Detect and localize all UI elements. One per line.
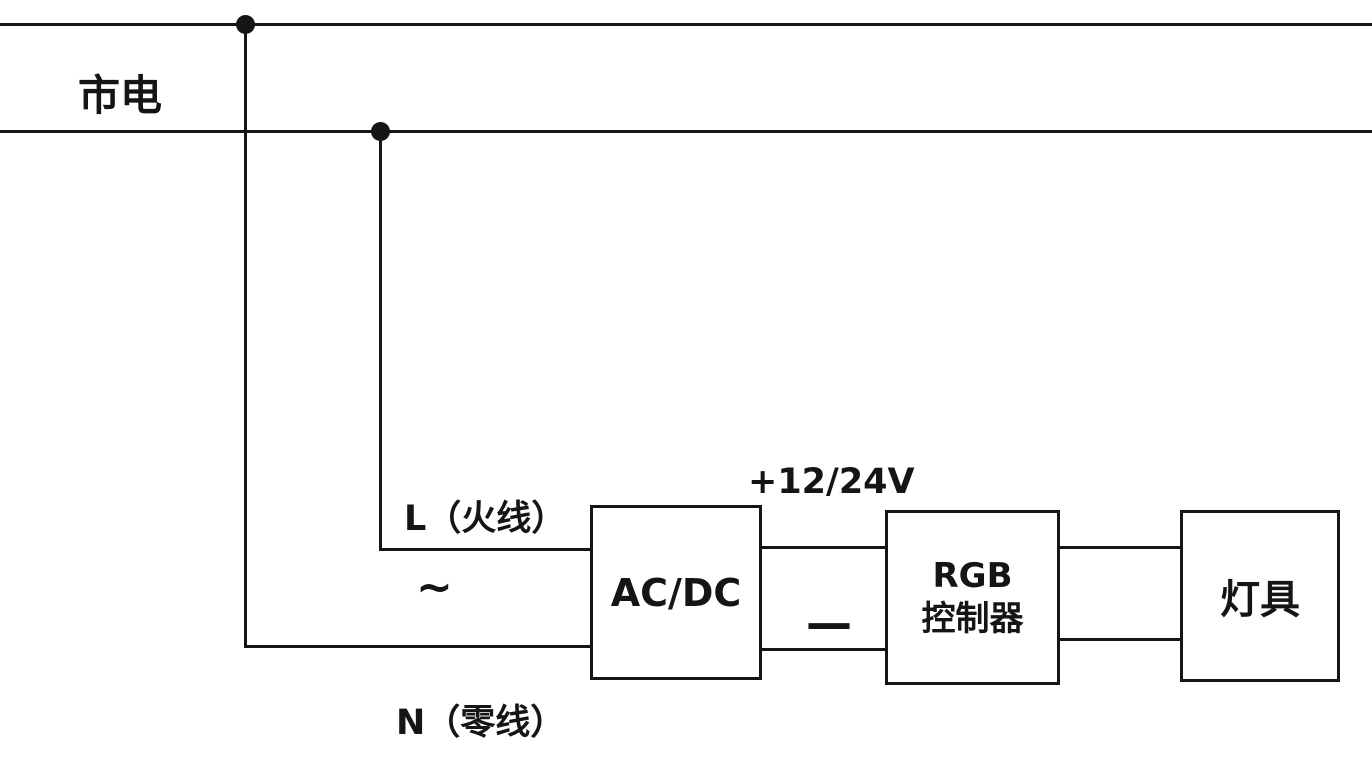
live-wire-horizontal [379,548,592,551]
dc-positive-wire [762,546,887,549]
lamp-box: 灯具 [1180,510,1340,682]
mains-label: 市电 [78,71,163,120]
acdc-converter-label: AC/DC [610,570,742,615]
mains-line-bottom [0,130,1372,133]
neutral-wire-horizontal [244,645,592,648]
rgb-controller-label-line2: 控制器 [921,598,1024,639]
dc-voltage-label: +12/24V [748,462,915,502]
acdc-converter-box: AC/DC [590,505,762,680]
rgb-output-wire-top [1060,546,1182,549]
neutral-wire-vertical [244,25,247,648]
dc-minus-label: — [806,596,852,650]
rgb-controller-label-line1: RGB [932,556,1013,596]
junction-dot-neutral [236,15,255,34]
neutral-wire-label: N（零线） [396,703,566,743]
dc-negative-wire [762,648,887,651]
live-wire-vertical [379,132,382,551]
junction-dot-live [371,122,390,141]
lamp-label: 灯具 [1220,577,1300,623]
rgb-output-wire-bottom [1060,638,1182,641]
rgb-controller-box: RGB 控制器 [885,510,1060,685]
ac-tilde-symbol: ~ [416,562,453,613]
mains-line-top [0,23,1372,26]
live-wire-label: L（火线） [404,499,567,539]
